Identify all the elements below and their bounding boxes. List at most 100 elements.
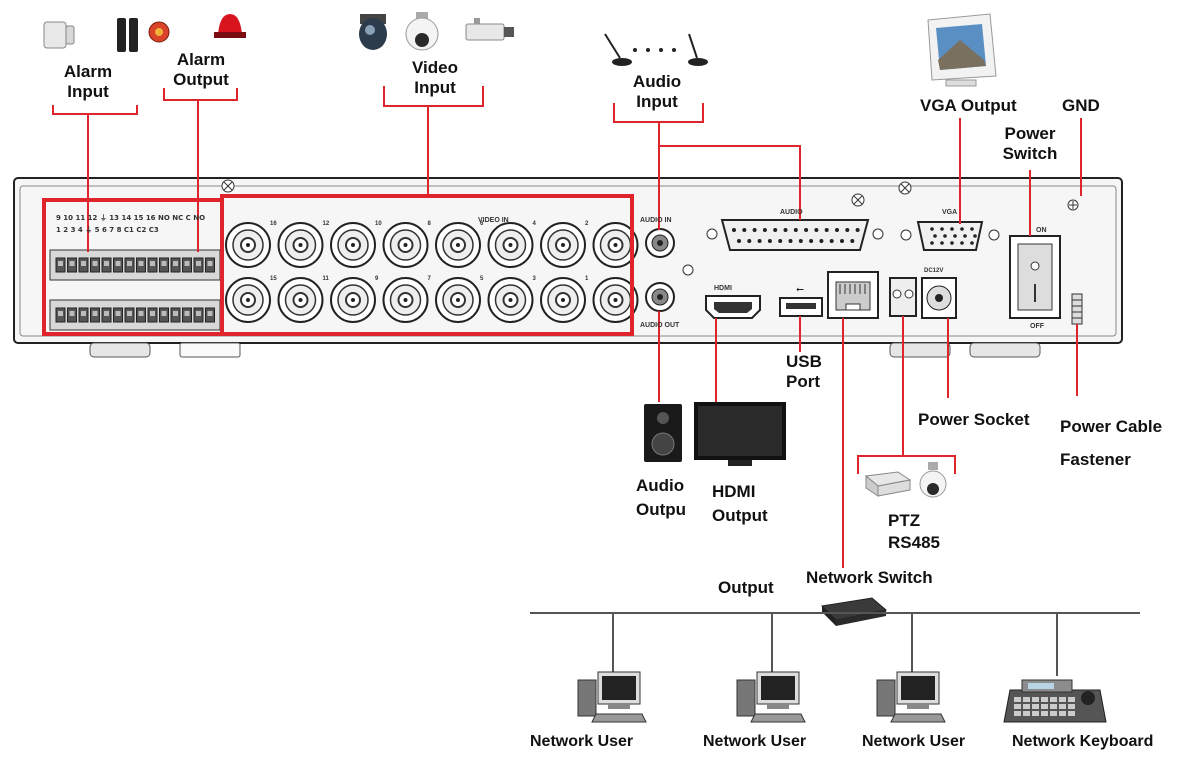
bnc-connector: 5	[435, 276, 484, 323]
bnc-connector: 9	[330, 276, 379, 323]
vga-pin	[970, 241, 974, 245]
db25-pin	[752, 228, 757, 232]
keyboard-key	[1023, 711, 1030, 716]
vga-pin	[960, 241, 964, 245]
vga-panel-label: VGA	[942, 209, 957, 216]
db25-pin	[732, 228, 736, 232]
db25-pin	[747, 239, 752, 243]
vga-pin	[940, 227, 944, 231]
terminal-screw	[170, 307, 181, 323]
bnc-channel-label: 1	[585, 276, 589, 282]
keyboard-key	[1050, 711, 1057, 716]
power-cable-fastener	[1071, 293, 1083, 325]
keyboard-key	[1068, 711, 1075, 716]
bnc-connector: 7	[382, 276, 432, 323]
keyboard-key	[1041, 711, 1048, 716]
db25-pin	[742, 228, 747, 232]
keyboard-key	[1059, 704, 1066, 709]
rj45-network-connector	[827, 271, 879, 319]
vga-pin	[953, 234, 957, 238]
db25-pin	[783, 228, 788, 232]
box-camera-icon	[465, 18, 514, 41]
bnc-connector: 11	[277, 276, 330, 323]
screw-icon	[221, 179, 235, 193]
network-user-label: Network User	[703, 733, 807, 750]
keyboard-key	[1032, 711, 1039, 716]
terminal-screw	[124, 307, 135, 323]
bnc-channel-label: 10	[375, 221, 382, 227]
db25-pin	[737, 239, 741, 243]
bnc-channel-label: 4	[533, 221, 537, 227]
bnc-connector: 1	[540, 276, 589, 323]
screw-icon	[851, 193, 865, 207]
terminal-screw	[55, 257, 66, 273]
hdmi-connector	[705, 295, 761, 319]
speaker-icon	[644, 404, 682, 462]
audio-in-connector	[645, 228, 675, 258]
vga-pin	[963, 234, 967, 238]
terminal-top-label: 9 10 11 12 ⏚ 13 14 15 16 NO NC C NO	[56, 214, 205, 222]
terminal-screw	[147, 257, 158, 273]
svg-text:⭠: ⭠	[796, 284, 804, 295]
rs485-terminal	[889, 277, 917, 317]
db25-audio-connector	[706, 219, 884, 251]
keyboard-key	[1032, 697, 1039, 702]
bnc-connector: 16	[225, 221, 277, 268]
network-user-pc-icon	[876, 671, 946, 723]
bnc-channel-label: 11	[323, 276, 330, 282]
db25-pin	[840, 239, 844, 243]
microphones-icon	[604, 33, 708, 66]
bnc-channel-label: 3	[533, 276, 537, 282]
terminal-screw	[159, 257, 169, 273]
bnc-channel-label: 8	[428, 221, 432, 227]
db25-pin	[835, 228, 839, 232]
bnc-connector: 2	[540, 221, 589, 268]
keyboard-key	[1059, 697, 1066, 702]
keyboard-key	[1068, 704, 1075, 709]
bnc-channel-label: 15	[270, 276, 277, 282]
bnc-connector: 3	[487, 276, 537, 323]
db25-pin	[809, 239, 814, 243]
hdmi-monitor-icon	[694, 402, 786, 466]
ptz-camera-icon	[919, 462, 947, 498]
bnc-channel-label: 12	[323, 221, 330, 227]
terminal-screw	[205, 307, 215, 323]
terminal-screw	[55, 307, 66, 323]
keyboard-key	[1014, 711, 1021, 716]
db25-pin	[850, 239, 855, 243]
keyboard-key	[1041, 697, 1048, 702]
vga-monitor-icon	[927, 13, 997, 87]
bnc-channel-label: 2	[585, 221, 589, 227]
terminal-bottom-label: 1 2 3 4 ⏚ 5 6 7 8 C1 C2 C3	[56, 226, 159, 234]
siren-icon	[214, 14, 246, 38]
bnc-channel-label: 6	[480, 221, 484, 227]
terminal-screw	[182, 257, 192, 273]
keyboard-key	[1041, 704, 1048, 709]
callout-lines	[52, 86, 1082, 568]
terminal-screw	[67, 257, 77, 273]
vga-pin	[933, 234, 937, 238]
terminal-screw	[67, 307, 77, 323]
db25-pin	[757, 239, 762, 243]
ptz-camera-icon	[405, 12, 439, 51]
keyboard-key	[1068, 697, 1075, 702]
keyboard-key	[1050, 697, 1057, 702]
db25-pin	[804, 228, 809, 232]
keyboard-key	[1050, 704, 1057, 709]
door-sensor-icon	[43, 21, 75, 49]
db25-pin	[814, 228, 819, 232]
on-panel-label: ON	[1036, 227, 1047, 234]
db25-pin	[773, 228, 778, 232]
off-panel-label: OFF	[1030, 323, 1045, 330]
audio-in-panel-label: AUDIO IN	[640, 217, 672, 224]
terminal-screw	[159, 307, 169, 323]
terminal-screw	[147, 307, 158, 323]
